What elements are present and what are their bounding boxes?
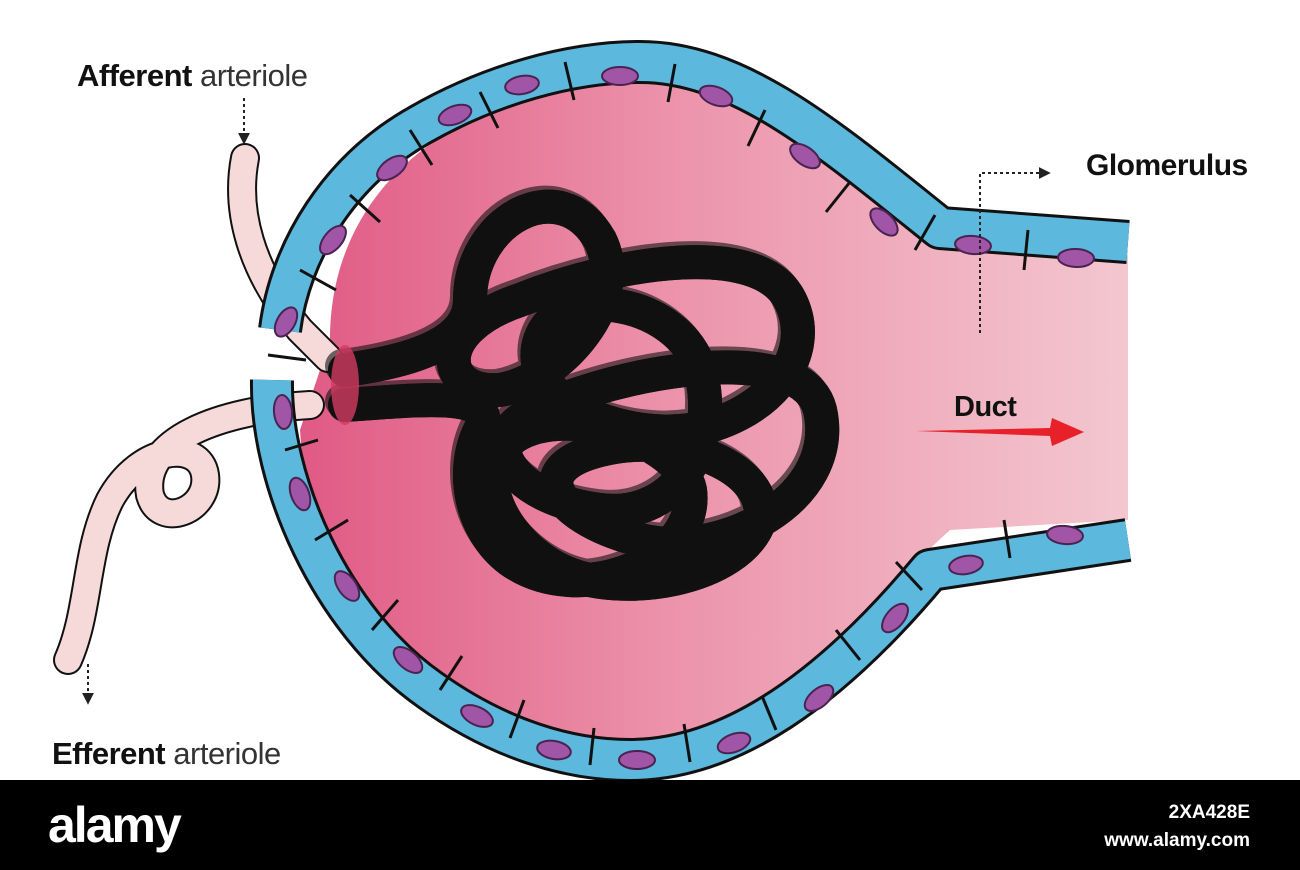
duct-arrow: [916, 418, 1084, 446]
glomerulus-label: Glomerulus: [1086, 149, 1248, 182]
vascular-pole: [331, 345, 359, 425]
efferent-label-rest: arteriole: [173, 736, 281, 771]
afferent-label-rest: arteriole: [199, 58, 308, 93]
afferent-label-bold: Afferent: [77, 58, 192, 93]
renal-corpuscle-diagram: [53, 40, 1132, 780]
efferent-arteriole: [53, 390, 325, 675]
glomerulus-pointer: [979, 167, 1051, 333]
epithelial-wall-upper: [258, 40, 1130, 334]
watermark-footer: alamy 2XA428E www.alamy.com: [0, 780, 1300, 870]
site-url-text: www.alamy.com: [1104, 830, 1250, 851]
cell-boundaries: [267, 61, 1030, 766]
image-id-text: 2XA428E: [1168, 802, 1250, 823]
efferent-arteriole-label: Efferent arteriole: [52, 736, 281, 772]
cell-nuclei: [272, 66, 1095, 770]
duct-label: Duct: [954, 391, 1017, 423]
brand-logo: alamy: [48, 797, 182, 853]
capillary-tuft: [342, 203, 822, 584]
afferent-arteriole-label: Afferent arteriole: [77, 58, 308, 94]
efferent-label-bold: Efferent: [52, 736, 166, 771]
